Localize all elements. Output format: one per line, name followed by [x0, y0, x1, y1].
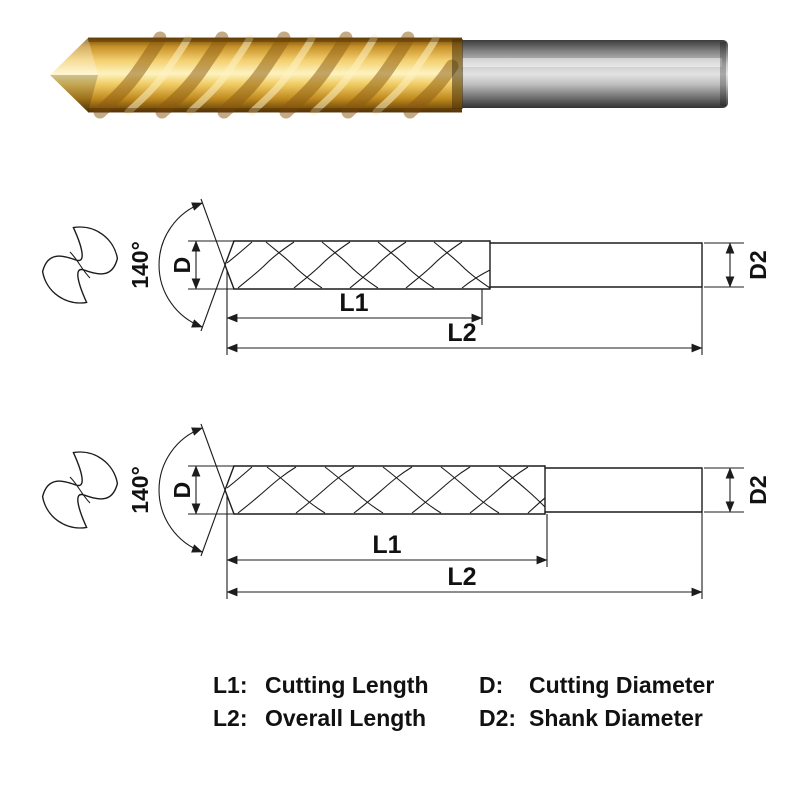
legend-key-l2: L2:	[213, 705, 248, 731]
point-angle-label: 140°	[127, 241, 153, 289]
shank-diameter-label: D2	[745, 475, 771, 504]
cutting-length-label: L1	[339, 289, 368, 317]
technical-drawing-long: 140° D	[41, 423, 771, 599]
shank-diameter-label: D2	[745, 250, 771, 279]
chisel-edge-line	[69, 251, 91, 279]
point-angle-arc	[158, 202, 203, 328]
legend-key-d: D:	[479, 672, 504, 698]
drill-outline	[224, 465, 703, 515]
legend-key-d2: D2:	[479, 705, 517, 731]
legend: L1: Cutting Length D: Cutting Diameter L…	[213, 672, 714, 731]
legend-value-d: Cutting Diameter	[529, 672, 715, 698]
dim-cutting-length: L1	[226, 270, 483, 355]
drill-outline	[224, 240, 703, 290]
photo-flute-highlights	[124, 34, 440, 116]
photo-shank-section	[455, 40, 728, 108]
cutting-diameter-label: D	[169, 482, 195, 499]
dim-cutting-diameter: D	[169, 240, 234, 290]
cutting-length-label: L1	[372, 531, 401, 559]
chisel-edge-line	[69, 476, 91, 504]
legend-key-l1: L1:	[213, 672, 248, 698]
dim-overall-length: L2	[226, 287, 703, 355]
dim-overall-length: L2	[226, 512, 703, 599]
point-angle-annotation: 140°	[127, 198, 226, 332]
overall-length-label: L2	[447, 319, 476, 347]
cutting-diameter-label: D	[169, 257, 195, 274]
flute-helix-lines	[226, 241, 491, 289]
technical-drawing-short: 140° D	[41, 198, 771, 355]
dim-cutting-diameter: D	[169, 465, 234, 515]
legend-value-l1: Cutting Length	[265, 672, 429, 698]
point-angle-arc	[158, 427, 203, 553]
end-view	[41, 226, 119, 304]
legend-value-d2: Shank Diameter	[529, 705, 703, 731]
flute-helix-lines	[226, 466, 546, 514]
point-angle-annotation: 140°	[127, 423, 226, 557]
point-angle-label: 140°	[127, 466, 153, 514]
dim-shank-diameter: D2	[704, 242, 771, 288]
overall-length-label: L2	[447, 563, 476, 591]
end-view	[41, 451, 119, 529]
legend-value-l2: Overall Length	[265, 705, 427, 731]
photo-drill	[50, 31, 728, 119]
photo-flute-stripes	[93, 31, 459, 119]
photo-flute-section	[50, 31, 463, 119]
dim-shank-diameter: D2	[704, 467, 771, 513]
dim-cutting-length: L1	[226, 495, 548, 599]
